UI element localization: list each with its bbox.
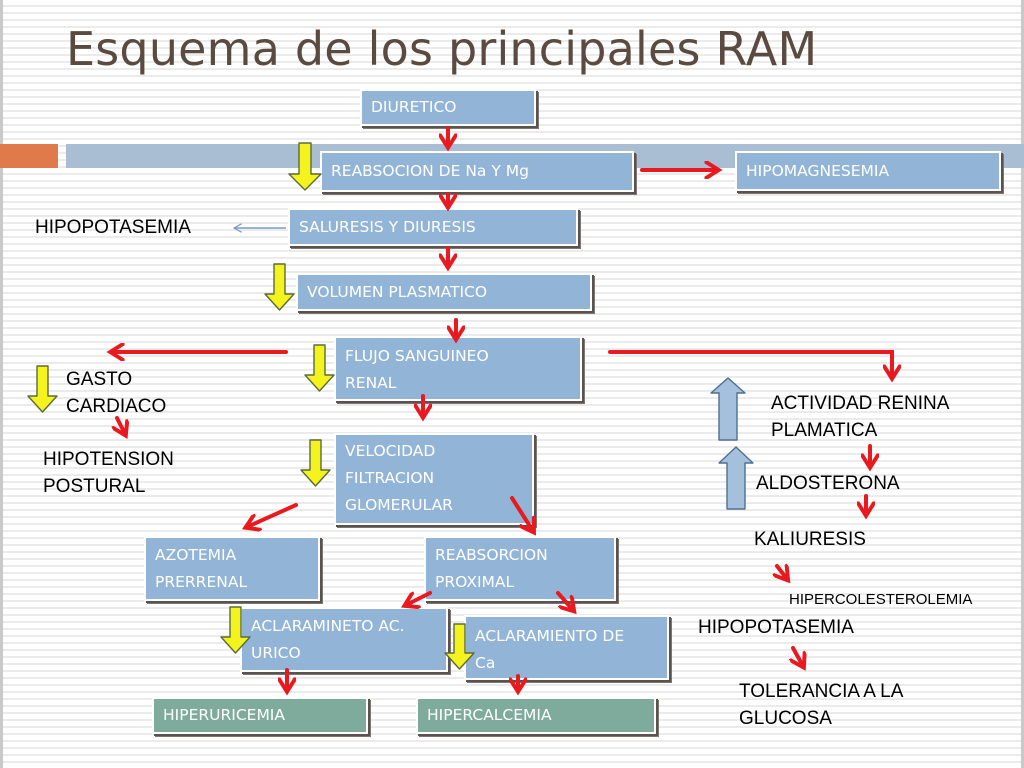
box-hipomagnesemia: HIPOMAGNESEMIA	[735, 151, 1001, 191]
box-reabsocion: REABSOCION DE Na Y Mg	[320, 151, 634, 192]
box-diuretico: DIURETICO	[360, 89, 536, 126]
down-arrow-ca	[444, 623, 475, 670]
box-aclaramiento-urico: ACLARAMINETO AC. URICO	[240, 607, 448, 672]
arrow-flujo-renina	[608, 350, 892, 377]
down-arrow-flujo	[304, 344, 335, 392]
accent-bar-orange	[0, 144, 58, 168]
down-arrow-reabsocion	[288, 142, 322, 191]
label-hipercolesterolemia: HIPERCOLESTEROLEMIA	[789, 591, 973, 608]
down-arrow-volumen	[264, 263, 295, 311]
up-arrow-renina	[710, 377, 746, 441]
label-hipopotasemia-right: HIPOPOTASEMIA	[698, 617, 854, 638]
box-aclaramiento-ca: ACLARAMIENTO DE Ca	[464, 615, 669, 680]
slide-frame-right	[1021, 0, 1024, 768]
arrow-reabsorcion-ca	[556, 591, 573, 610]
box-hiperuricemia: HIPERURICEMIA	[152, 697, 368, 734]
label-hipopotasemia-left: HIPOPOTASEMIA	[35, 217, 191, 238]
slide-title: Esquema de los principales RAM	[66, 22, 818, 76]
arrow-reabsorcion-urico	[406, 591, 432, 605]
slide-frame-left	[0, 0, 3, 768]
box-velocidad-filtracion: VELOCIDAD FILTRACION GLOMERULAR	[334, 433, 534, 525]
arrow-velocidad-reabsorcion	[510, 496, 533, 531]
label-kaliuresis: KALIURESIS	[754, 529, 866, 550]
box-hipercalcemia: HIPERCALCEMIA	[416, 697, 656, 734]
label-tolerancia-glucosa: TOLERANCIA A LA GLUCOSA	[739, 681, 904, 729]
down-arrow-gasto	[27, 365, 58, 413]
up-arrow-aldosterona	[718, 446, 754, 510]
arrow-gasto-hipotension	[117, 416, 125, 434]
arrow-kaliuresis-hipopotasemia	[777, 566, 787, 579]
arrow-hipopotasemia-tolerancia	[793, 646, 803, 666]
box-reabsorcion-proximal: REABSORCION PROXIMAL	[424, 536, 616, 601]
label-hipotension-postural: HIPOTENSION POSTURAL	[43, 449, 174, 497]
label-actividad-renina: ACTIVIDAD RENINA PLAMATICA	[771, 393, 950, 441]
label-gasto-cardiaco: GASTO CARDIACO	[66, 369, 167, 417]
box-volumen-plasmatico: VOLUMEN PLASMATICO	[296, 273, 592, 311]
label-aldosterona: ALDOSTERONA	[756, 473, 900, 494]
down-arrow-urico	[220, 606, 251, 654]
down-arrow-velocidad	[300, 439, 331, 487]
box-saluresis: SALURESIS Y DIURESIS	[288, 208, 578, 246]
box-azotemia: AZOTEMIA PRERRENAL	[144, 536, 320, 601]
box-flujo-sanguineo: FLUJO SANGUINEO RENAL	[334, 336, 582, 401]
arrow-velocidad-azotemia	[247, 503, 298, 527]
